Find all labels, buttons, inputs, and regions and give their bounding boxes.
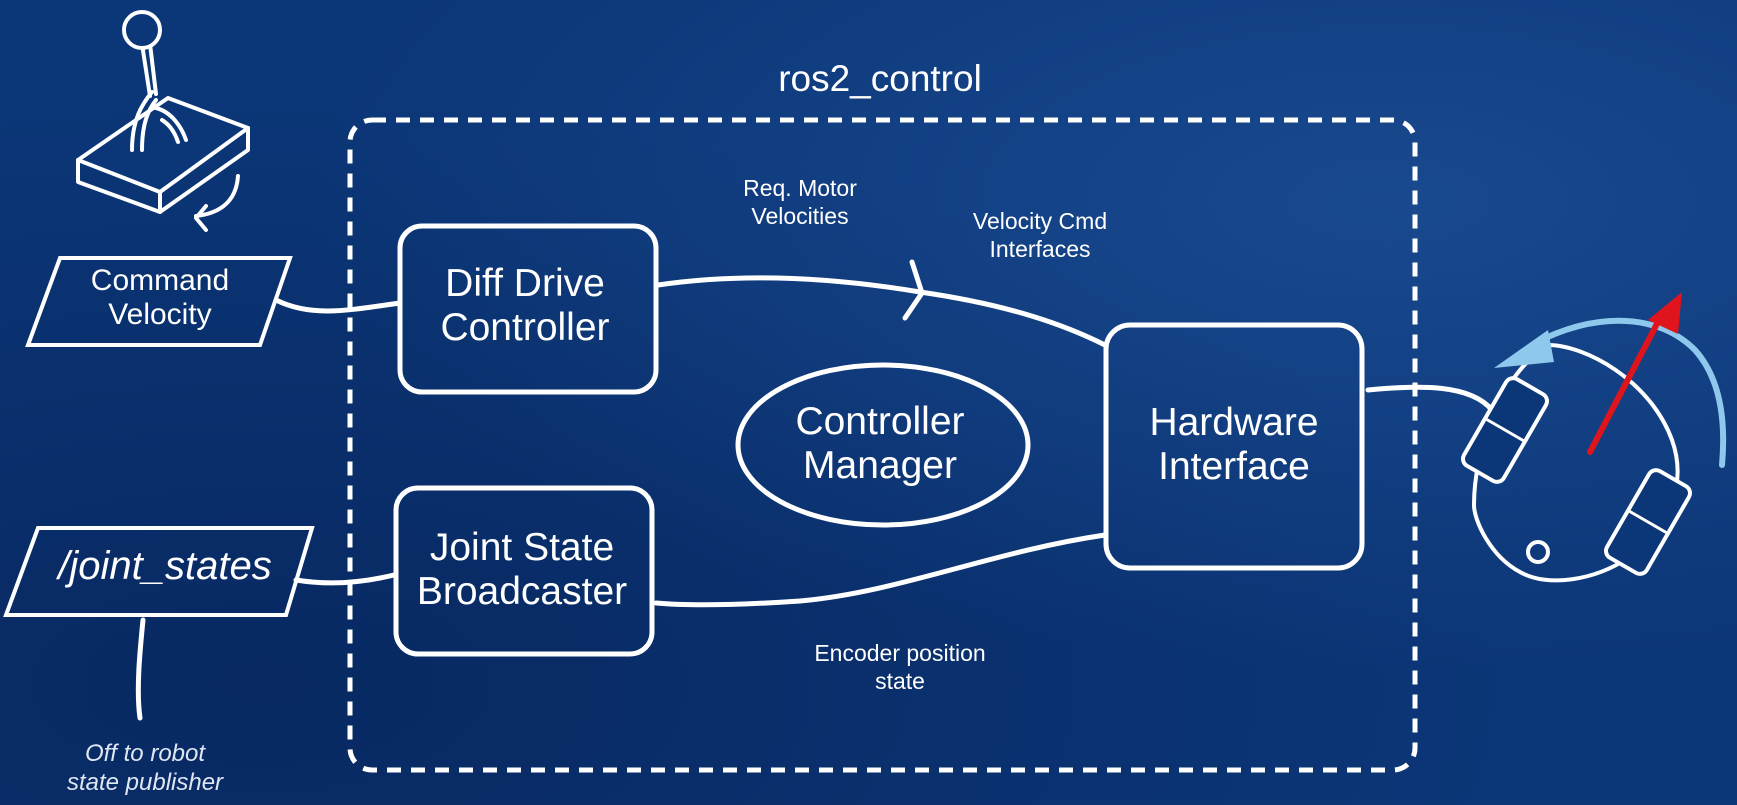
joint-state-broadcaster-box: [393, 485, 655, 657]
diff-drive-controller-label: Diff Drive Controller: [400, 262, 650, 349]
diff-drive-controller-box: [397, 223, 659, 395]
command-velocity-shape: [25, 256, 293, 347]
joystick-icon: [76, 10, 250, 232]
joint-state-broadcaster-line-1: Joint State: [429, 526, 615, 569]
joint-state-broadcaster-label: Joint State Broadcaster: [396, 526, 648, 613]
joint-states-label: /joint_states: [58, 544, 272, 588]
velocity-cmd-interfaces-label: Velocity Cmd Interfaces: [940, 208, 1140, 263]
command-velocity-line-2: Velocity: [108, 298, 212, 332]
hardware-interface-line-1: Hardware: [1149, 401, 1319, 444]
req-motor-velocities-label: Req. Motor Velocities: [700, 175, 900, 230]
hardware-interface-line-2: Interface: [1158, 444, 1310, 488]
diff-drive-line-2: Controller: [440, 305, 610, 349]
ros2-control-boundary: [347, 117, 1418, 773]
off-to-robot-line-1: Off to robot: [84, 740, 206, 767]
off-to-robot-label: Off to robot state publisher: [30, 740, 260, 798]
off-to-robot-line-2: state publisher: [66, 768, 224, 796]
velocity-cmd-line-1: Velocity Cmd: [972, 208, 1108, 234]
controller-manager-label: Controller Manager: [740, 400, 1020, 487]
hardware-to-broadcaster-line: [653, 532, 1108, 608]
joint-state-broadcaster-line-2: Broadcaster: [416, 569, 628, 613]
req-motor-line-2: Velocities: [751, 202, 849, 229]
hardware-interface-box: [1103, 322, 1365, 571]
command-velocity-label: Command Velocity: [40, 264, 280, 332]
heading-arrow-icon: [1587, 292, 1682, 455]
controller-manager-line-2: Manager: [803, 443, 957, 487]
encoder-line-2: state: [875, 667, 925, 694]
diagram-title: ros2_control: [778, 58, 982, 99]
req-motor-line-1: Req. Motor: [743, 175, 857, 201]
joint-states-to-broadcaster-line: [293, 572, 397, 586]
controller-manager-ellipse: [735, 362, 1031, 528]
encoder-line-1: Encoder position: [814, 640, 986, 666]
rotation-arrow-icon: [1494, 317, 1727, 468]
hardware-interface-label: Hardware Interface: [1108, 401, 1360, 488]
controller-manager-line-1: Controller: [795, 400, 965, 443]
diff-drive-line-1: Diff Drive: [445, 262, 605, 305]
cmd-to-diff-drive-line: [273, 297, 403, 314]
diff-drive-to-hardware-line: [655, 275, 1108, 348]
velocity-arrowhead: [902, 259, 925, 321]
joint-states-shape: [3, 526, 315, 617]
encoder-position-state-label: Encoder position state: [780, 640, 1020, 695]
joint-states-output-line: [135, 617, 146, 721]
velocity-cmd-line-2: Interfaces: [989, 235, 1091, 262]
robot-base-icon: [1461, 342, 1692, 583]
command-velocity-line-1: Command: [90, 264, 230, 297]
hardware-to-robot-line: [1365, 384, 1495, 413]
